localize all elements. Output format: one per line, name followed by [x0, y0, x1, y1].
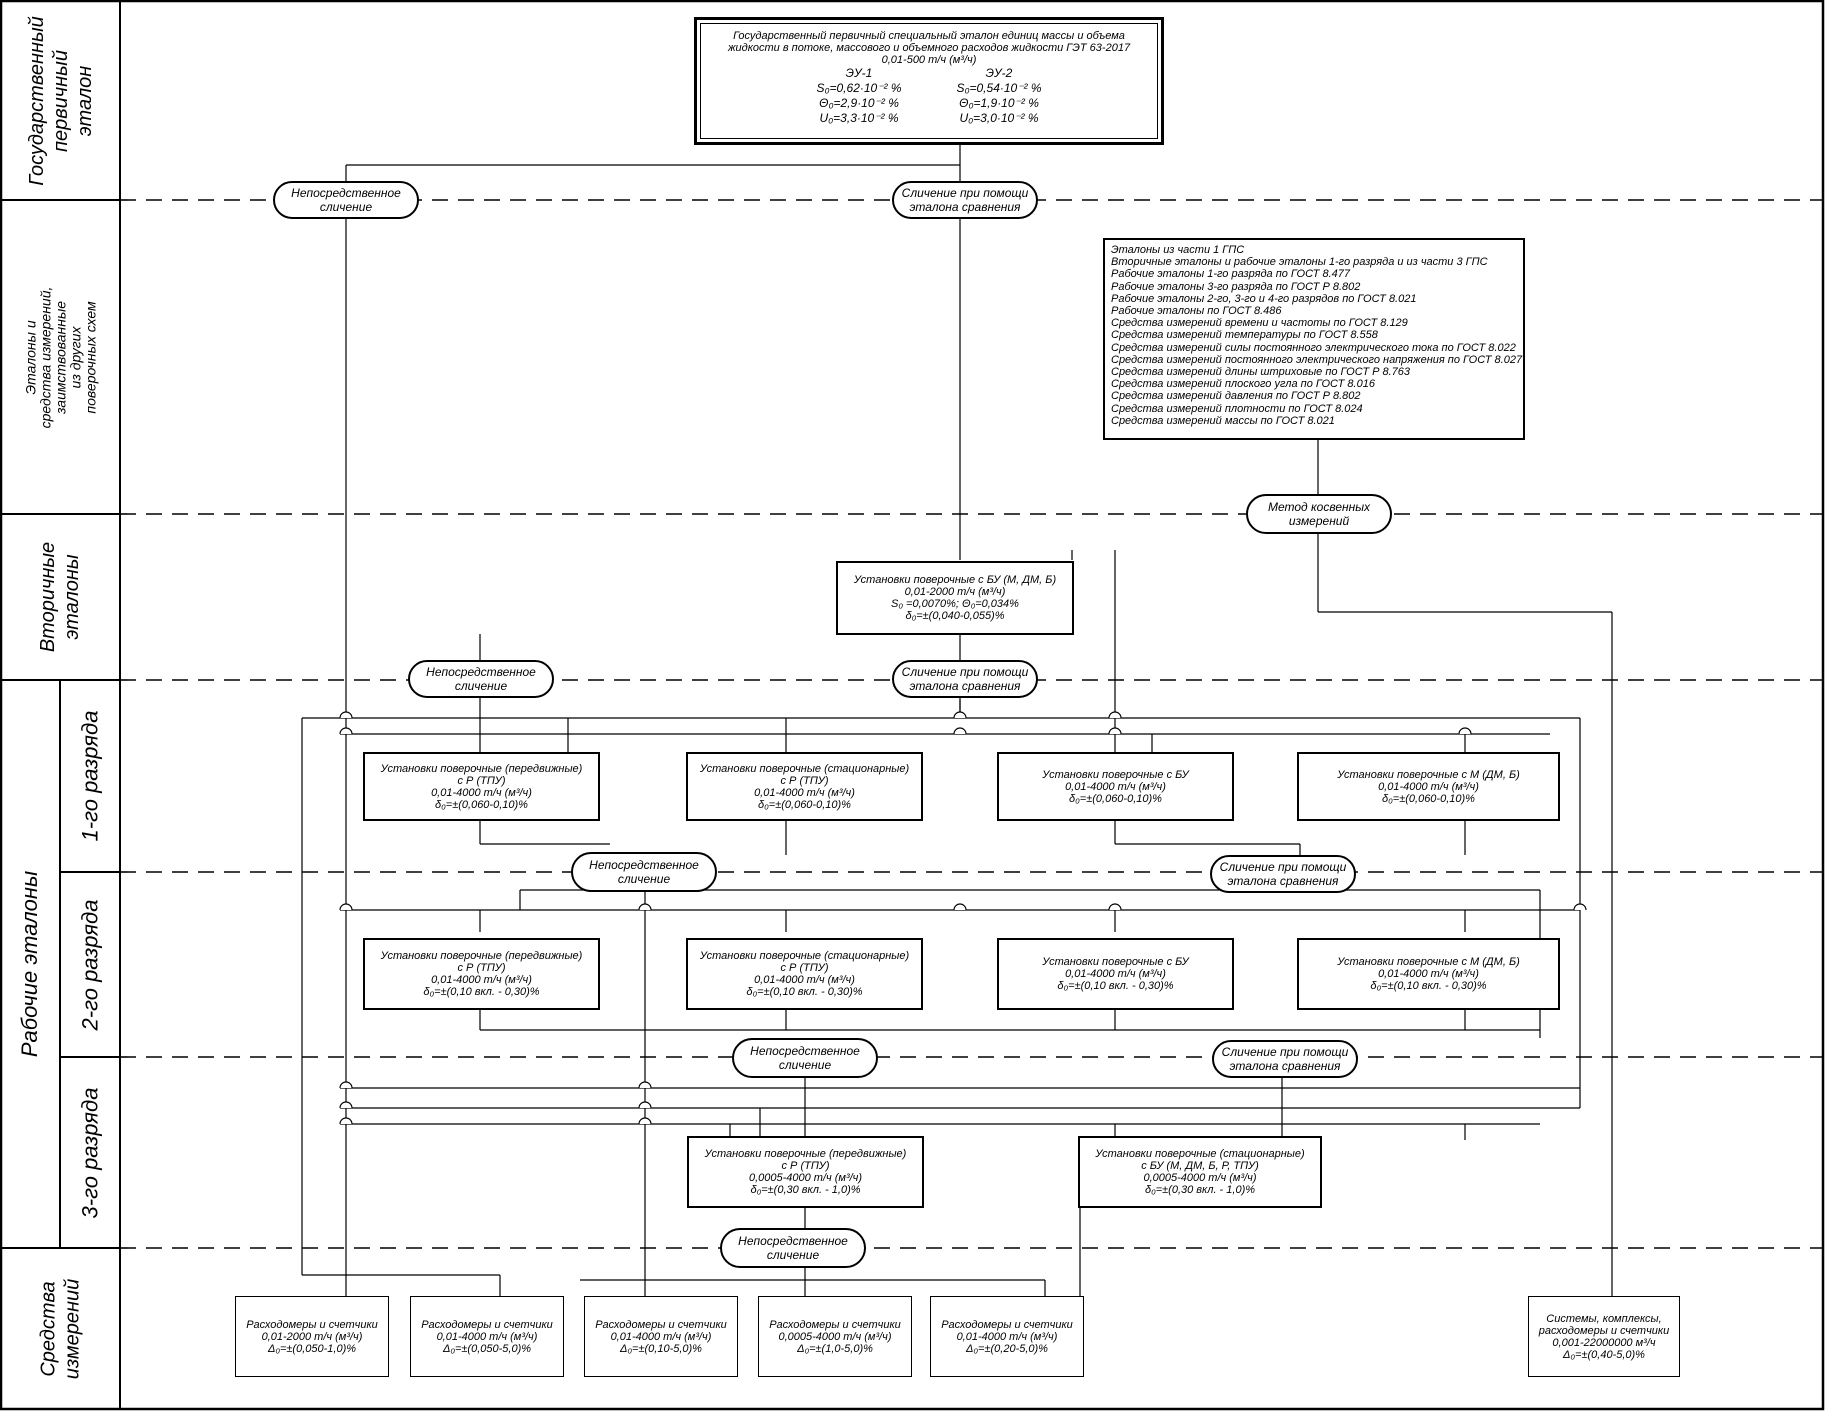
- metric-theta0: Θ₀=2,9·10⁻² %: [819, 96, 899, 110]
- rank3-box-stationary: Установки поверочные (стационарные)с БУ …: [1078, 1136, 1322, 1208]
- instrument-box-systems: Системы, комплексы,расходомеры и счетчик…: [1528, 1296, 1680, 1377]
- list-item: Средства измерений постоянного электриче…: [1111, 353, 1523, 366]
- rank2-box-m: Установки поверочные с М (ДМ, Б)0,01-400…: [1297, 938, 1560, 1010]
- primary-standard-box: Государственный первичный специальный эт…: [694, 17, 1164, 145]
- secondary-standard-box: Установки поверочные с БУ (М, ДМ, Б)0,01…: [836, 561, 1074, 635]
- metric-theta0: Θ₀=1,9·10⁻² %: [959, 96, 1039, 110]
- rank2-box-stationary: Установки поверочные (стационарные)с Р (…: [686, 938, 923, 1010]
- list-item: Средства измерений плотности по ГОСТ 8.0…: [1111, 402, 1363, 415]
- unit-label: ЭУ-1: [845, 66, 873, 80]
- list-item: Эталоны из части 1 ГПС: [1111, 244, 1245, 256]
- rank1-box-stationary: Установки поверочные (стационарные)с Р (…: [686, 752, 923, 821]
- rank1-box-m: Установки поверочные с М (ДМ, Б)0,01-400…: [1297, 752, 1560, 821]
- list-item: Средства измерений длины штриховые по ГО…: [1111, 366, 1411, 379]
- list-item: Средства измерений времени и частоты по …: [1111, 317, 1408, 330]
- list-item: Рабочие эталоны 2-го, 3-го и 4-го разряд…: [1111, 292, 1417, 305]
- primary-title-line: жидкости в потоке, массового и объемного…: [727, 42, 1131, 54]
- list-item: Рабочие эталоны по ГОСТ 8.486: [1111, 305, 1282, 318]
- row-label-rank1: 1-го разряда: [77, 710, 102, 842]
- list-item: Средства измерений силы постоянного элек…: [1111, 341, 1516, 354]
- list-item: Средства измерений плоского угла по ГОСТ…: [1111, 378, 1375, 391]
- list-item: Средства измерений массы по ГОСТ 8.021: [1111, 414, 1335, 427]
- row-label-rank3: 3-го разряда: [77, 1087, 102, 1218]
- metric-s0: S₀=0,54·10⁻² %: [956, 81, 1042, 95]
- list-item: Средства измерений температуры по ГОСТ 8…: [1111, 329, 1378, 342]
- rank1-box-mobile: Установки поверочные (передвижные)с Р (Т…: [363, 752, 600, 821]
- unit-label: ЭУ-2: [985, 66, 1013, 80]
- row-label-working: Рабочие эталоны: [17, 870, 43, 1058]
- row-label-rank2: 2-го разряда: [77, 899, 102, 1030]
- metric-s0: S₀=0,62·10⁻² %: [816, 81, 902, 95]
- primary-title-line: Государственный первичный специальный эт…: [733, 30, 1125, 42]
- list-item: Вторичные эталоны и рабочие эталоны 1-го…: [1111, 256, 1488, 269]
- rank2-box-mobile: Установки поверочные (передвижные)с Р (Т…: [363, 938, 600, 1010]
- rank3-box-mobile: Установки поверочные (передвижные)с Р (Т…: [687, 1136, 924, 1208]
- list-item: Рабочие эталоны 3-го разряда по ГОСТ Р 8…: [1111, 280, 1361, 293]
- metric-u0: U₀=3,3·10⁻² %: [819, 111, 899, 125]
- list-item: Рабочие эталоны 1-го разряда по ГОСТ 8.4…: [1111, 268, 1350, 281]
- metric-u0: U₀=3,0·10⁻² %: [959, 111, 1039, 125]
- primary-range: 0,01-500 т/ч (м³/ч): [881, 54, 977, 66]
- list-item: Средства измерений давления по ГОСТ Р 8.…: [1111, 390, 1361, 403]
- borrowed-standards-list: Эталоны из части 1 ГПС Вторичные эталоны…: [1103, 238, 1525, 440]
